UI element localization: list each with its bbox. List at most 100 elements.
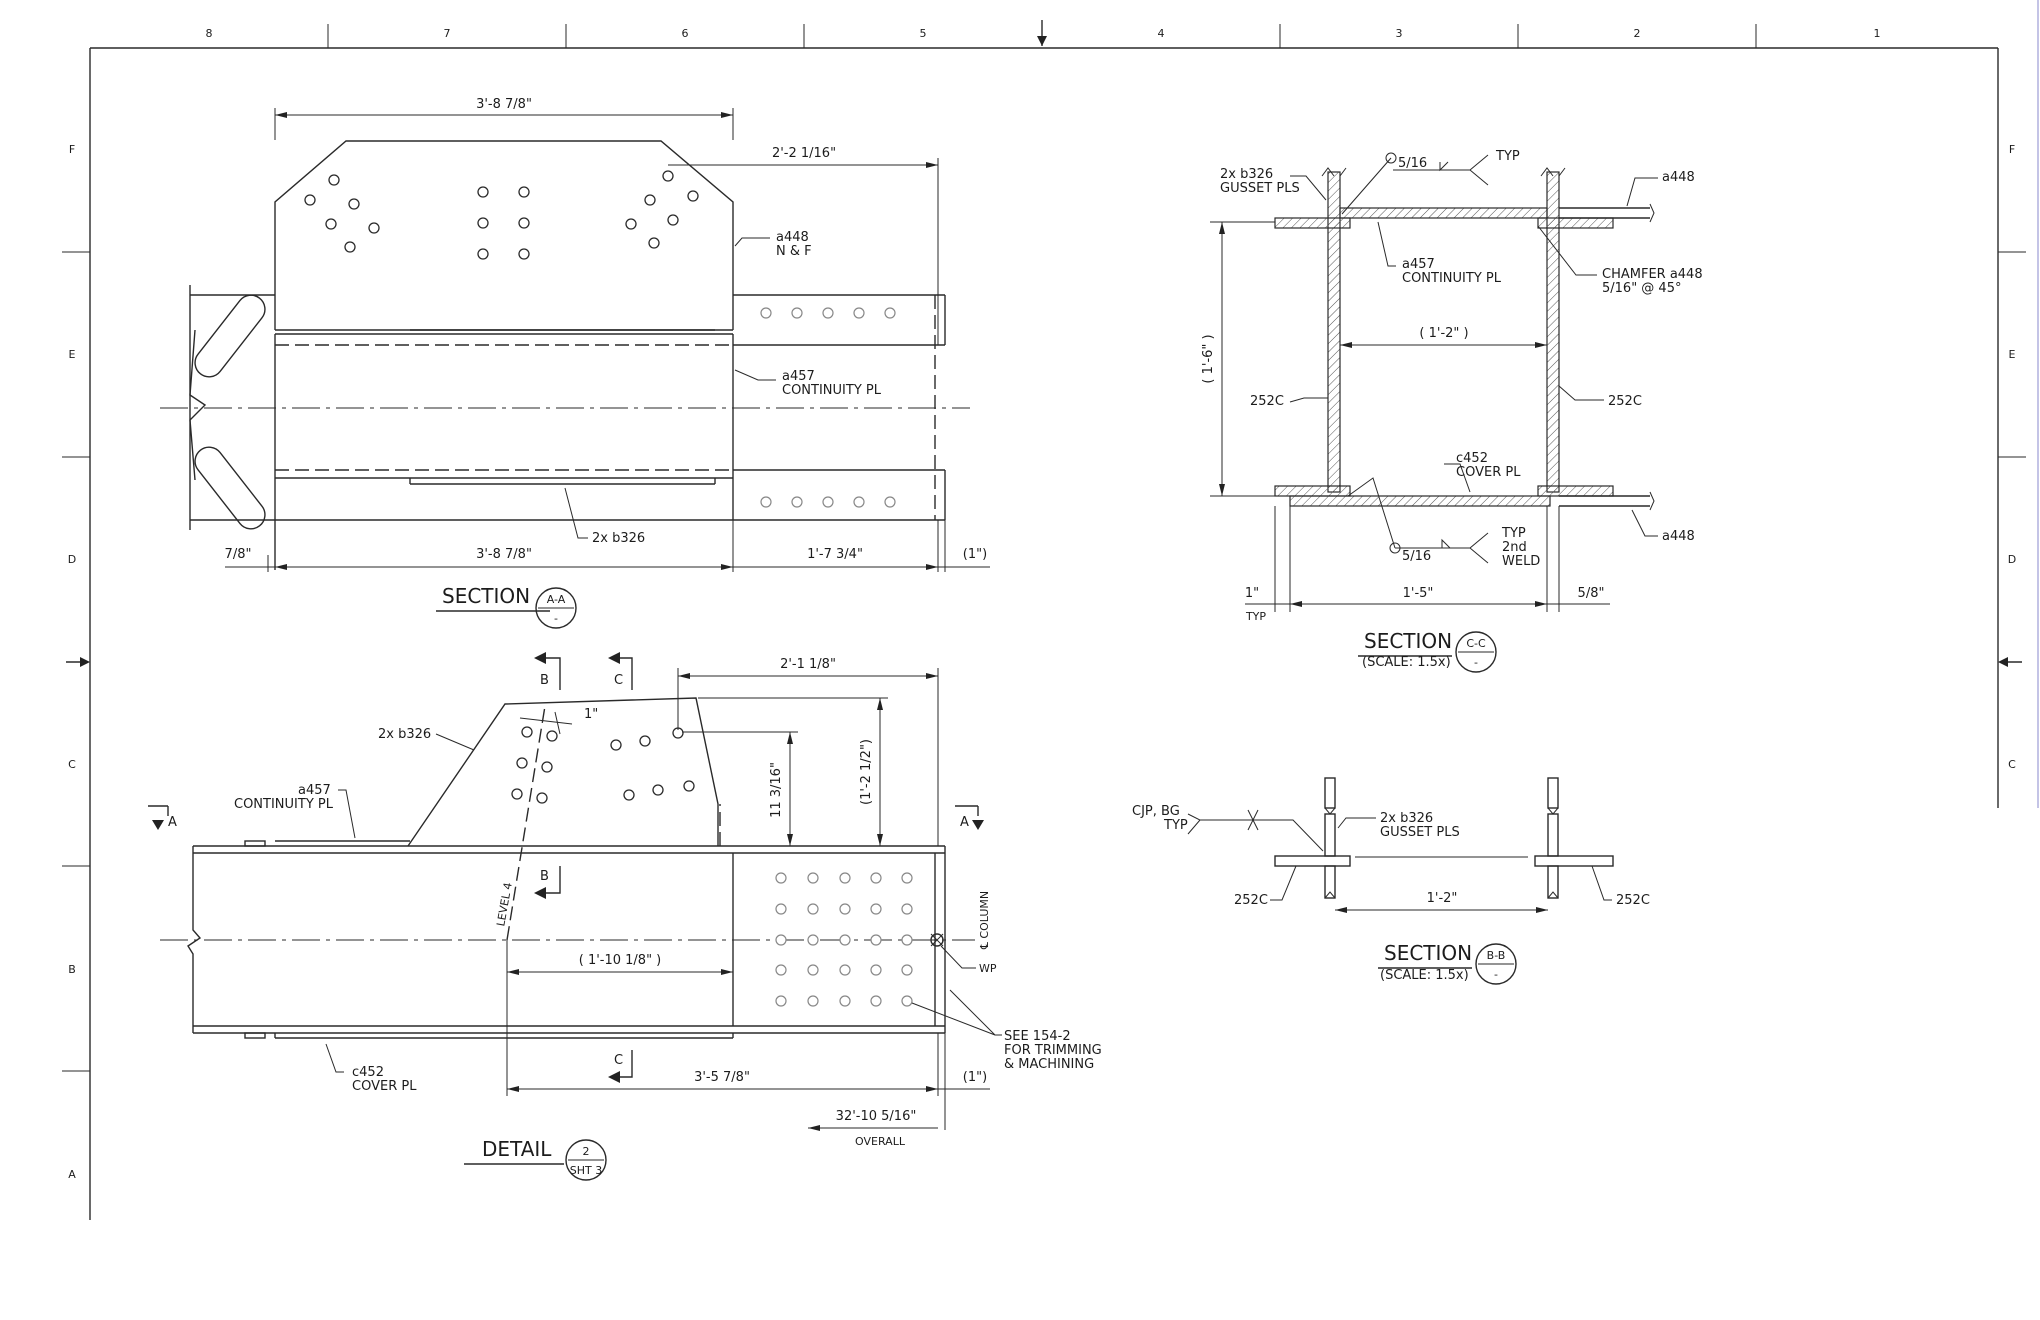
cc-typ2: TYP: [1501, 526, 1526, 541]
row-label-b: B: [68, 963, 76, 976]
detail-splice-holes: [775, 872, 913, 1007]
cc-ref-bottom: -: [1474, 656, 1478, 669]
brace-upper: [194, 294, 266, 378]
drawing-border: [62, 0, 2039, 1220]
detail-callout-c452: c452: [352, 1065, 384, 1080]
aa-callout-a457-pl: CONTINUITY PL: [782, 383, 882, 398]
cc-callout-c452-pl: COVER PL: [1456, 465, 1521, 480]
bolt-holes-center: [477, 186, 530, 260]
detail-level-label: LEVEL 4: [494, 882, 514, 928]
row-label-d-right: D: [2008, 553, 2016, 566]
detail-column-centerline: ℄ COLUMN: [978, 891, 991, 950]
detail-2-view: WP ℄ COLUMN LEVEL 4 A A B C B C 2'-1 1/8…: [148, 652, 1102, 1181]
bb-callout-gusset: 2x b326: [1380, 811, 1433, 826]
flange-holes-lower: [760, 496, 896, 508]
row-labels: F E D C B A F E D C: [68, 143, 2016, 1181]
aa-callout-b326: 2x b326: [592, 531, 645, 546]
detail-gusset-holes: [511, 726, 695, 804]
col-label-5: 5: [920, 27, 927, 40]
cc-dim-inner-width: ( 1'-2" ): [1419, 326, 1468, 341]
work-point-marker: [930, 933, 944, 947]
aa-dim-top-width: 3'-8 7/8": [476, 97, 532, 112]
cc-weld-bottom: 5/16: [1402, 549, 1431, 564]
row-label-f-right: F: [2009, 143, 2015, 156]
bb-ref-top: B-B: [1487, 949, 1506, 962]
detail-callout-see-mach: & MACHINING: [1004, 1057, 1094, 1072]
bb-scale: (SCALE: 1.5x): [1380, 968, 1469, 983]
cc-title: SECTION: [1364, 629, 1452, 653]
col-label-7: 7: [444, 27, 451, 40]
bb-ref-bottom: -: [1494, 968, 1498, 981]
cut-label-c-top: C: [614, 673, 623, 688]
cc-callout-c452: c452: [1456, 451, 1488, 466]
aa-dim-end-paren: (1"): [963, 547, 987, 562]
cc-scale: (SCALE: 1.5x): [1362, 655, 1451, 670]
detail-dim-vert-inner: 11 3/16": [769, 762, 784, 818]
aa-title: SECTION: [442, 584, 530, 608]
col-label-4: 4: [1158, 27, 1165, 40]
detail-callout-see: SEE 154-2: [1004, 1029, 1071, 1044]
cc-callout-chamfer-angle: 5/16" @ 45°: [1602, 281, 1681, 296]
bb-callout-252c-right: 252C: [1616, 893, 1650, 908]
section-cc-view: ( 1'-2" ) ( 1'-6" ) 1" TYP 1'-5" 5/8" 2x…: [1201, 149, 1703, 673]
detail-callout-c452-pl: COVER PL: [352, 1079, 417, 1094]
section-bb-view: 1'-2" CJP, BG TYP 2x b326 GUSSET PLS 252…: [1132, 777, 1650, 985]
cc-callout-a448-top: a448: [1662, 170, 1695, 185]
cc-callout-chamfer: CHAMFER a448: [1602, 267, 1703, 282]
bolt-holes-left: [304, 174, 380, 253]
detail-dim-overall-label: OVERALL: [855, 1135, 906, 1148]
cc-callout-a448-bottom: a448: [1662, 529, 1695, 544]
row-label-c: C: [68, 758, 76, 771]
cut-label-b-mid: B: [540, 869, 549, 884]
cc-typ: TYP: [1495, 149, 1520, 164]
aa-ref-bottom: -: [554, 612, 558, 625]
detail-dim-bottom-run: 3'-5 7/8": [694, 1070, 750, 1085]
detail-wp: WP: [979, 962, 997, 975]
cc-weld-top: 5/16: [1398, 156, 1427, 171]
cc-typ2-weld: WELD: [1502, 554, 1540, 569]
detail-callout-see-trim: FOR TRIMMING: [1004, 1043, 1102, 1058]
detail-callout-a457-pl: CONTINUITY PL: [234, 797, 334, 812]
aa-callout-a448: a448: [776, 230, 809, 245]
detail-dim-one-inch: 1": [584, 707, 598, 722]
cut-label-a-right: A: [960, 815, 969, 830]
row-label-e: E: [69, 348, 76, 361]
cut-label-a-left: A: [168, 815, 177, 830]
cc-dim-right: 5/8": [1578, 586, 1605, 601]
cc-ref-top: C-C: [1466, 637, 1486, 650]
detail-dim-end-paren: (1"): [963, 1070, 987, 1085]
col-label-2: 2: [1634, 27, 1641, 40]
bolt-holes-right: [625, 170, 699, 249]
bb-title: SECTION: [1384, 941, 1472, 965]
column-labels: 8 7 6 5 4 3 2 1: [206, 27, 1881, 40]
aa-callout-a457: a457: [782, 369, 815, 384]
aa-dim-bottom-width: 3'-8 7/8": [476, 547, 532, 562]
gusset-plate-outline: [274, 140, 734, 330]
cc-dim-mid: 1'-5": [1403, 586, 1434, 601]
detail-dim-vert-outer: (1'-2 1/2"): [859, 739, 874, 805]
cc-callout-a457-pl: CONTINUITY PL: [1402, 271, 1502, 286]
brace-lower: [194, 446, 266, 530]
bb-callout-252c-left: 252C: [1234, 893, 1268, 908]
detail-ref-bottom: SHT 3: [570, 1164, 602, 1177]
cc-callout-gusset-pls: GUSSET PLS: [1220, 181, 1300, 196]
aa-dim-left-small: 7/8": [225, 547, 252, 562]
cc-callout-a457: a457: [1402, 257, 1435, 272]
cc-dim-left-typ: TYP: [1245, 610, 1266, 623]
detail-dim-top: 2'-1 1/8": [780, 657, 836, 672]
row-label-d: D: [68, 553, 76, 566]
detail-callout-b326: 2x b326: [378, 727, 431, 742]
aa-dim-bottom-ext: 1'-7 3/4": [807, 547, 863, 562]
detail-ref-top: 2: [583, 1145, 590, 1158]
cut-label-c-bottom: C: [614, 1053, 623, 1068]
detail-dim-overall: 32'-10 5/16": [836, 1109, 917, 1124]
col-label-6: 6: [682, 27, 689, 40]
bb-callout-cjp: CJP, BG: [1132, 804, 1180, 819]
aa-ref-top: A-A: [547, 593, 566, 606]
col-label-3: 3: [1396, 27, 1403, 40]
cc-callout-252c-right: 252C: [1608, 394, 1642, 409]
detail-title: DETAIL: [482, 1137, 552, 1161]
bb-callout-cjp-typ: TYP: [1163, 818, 1188, 833]
row-label-f: F: [69, 143, 75, 156]
